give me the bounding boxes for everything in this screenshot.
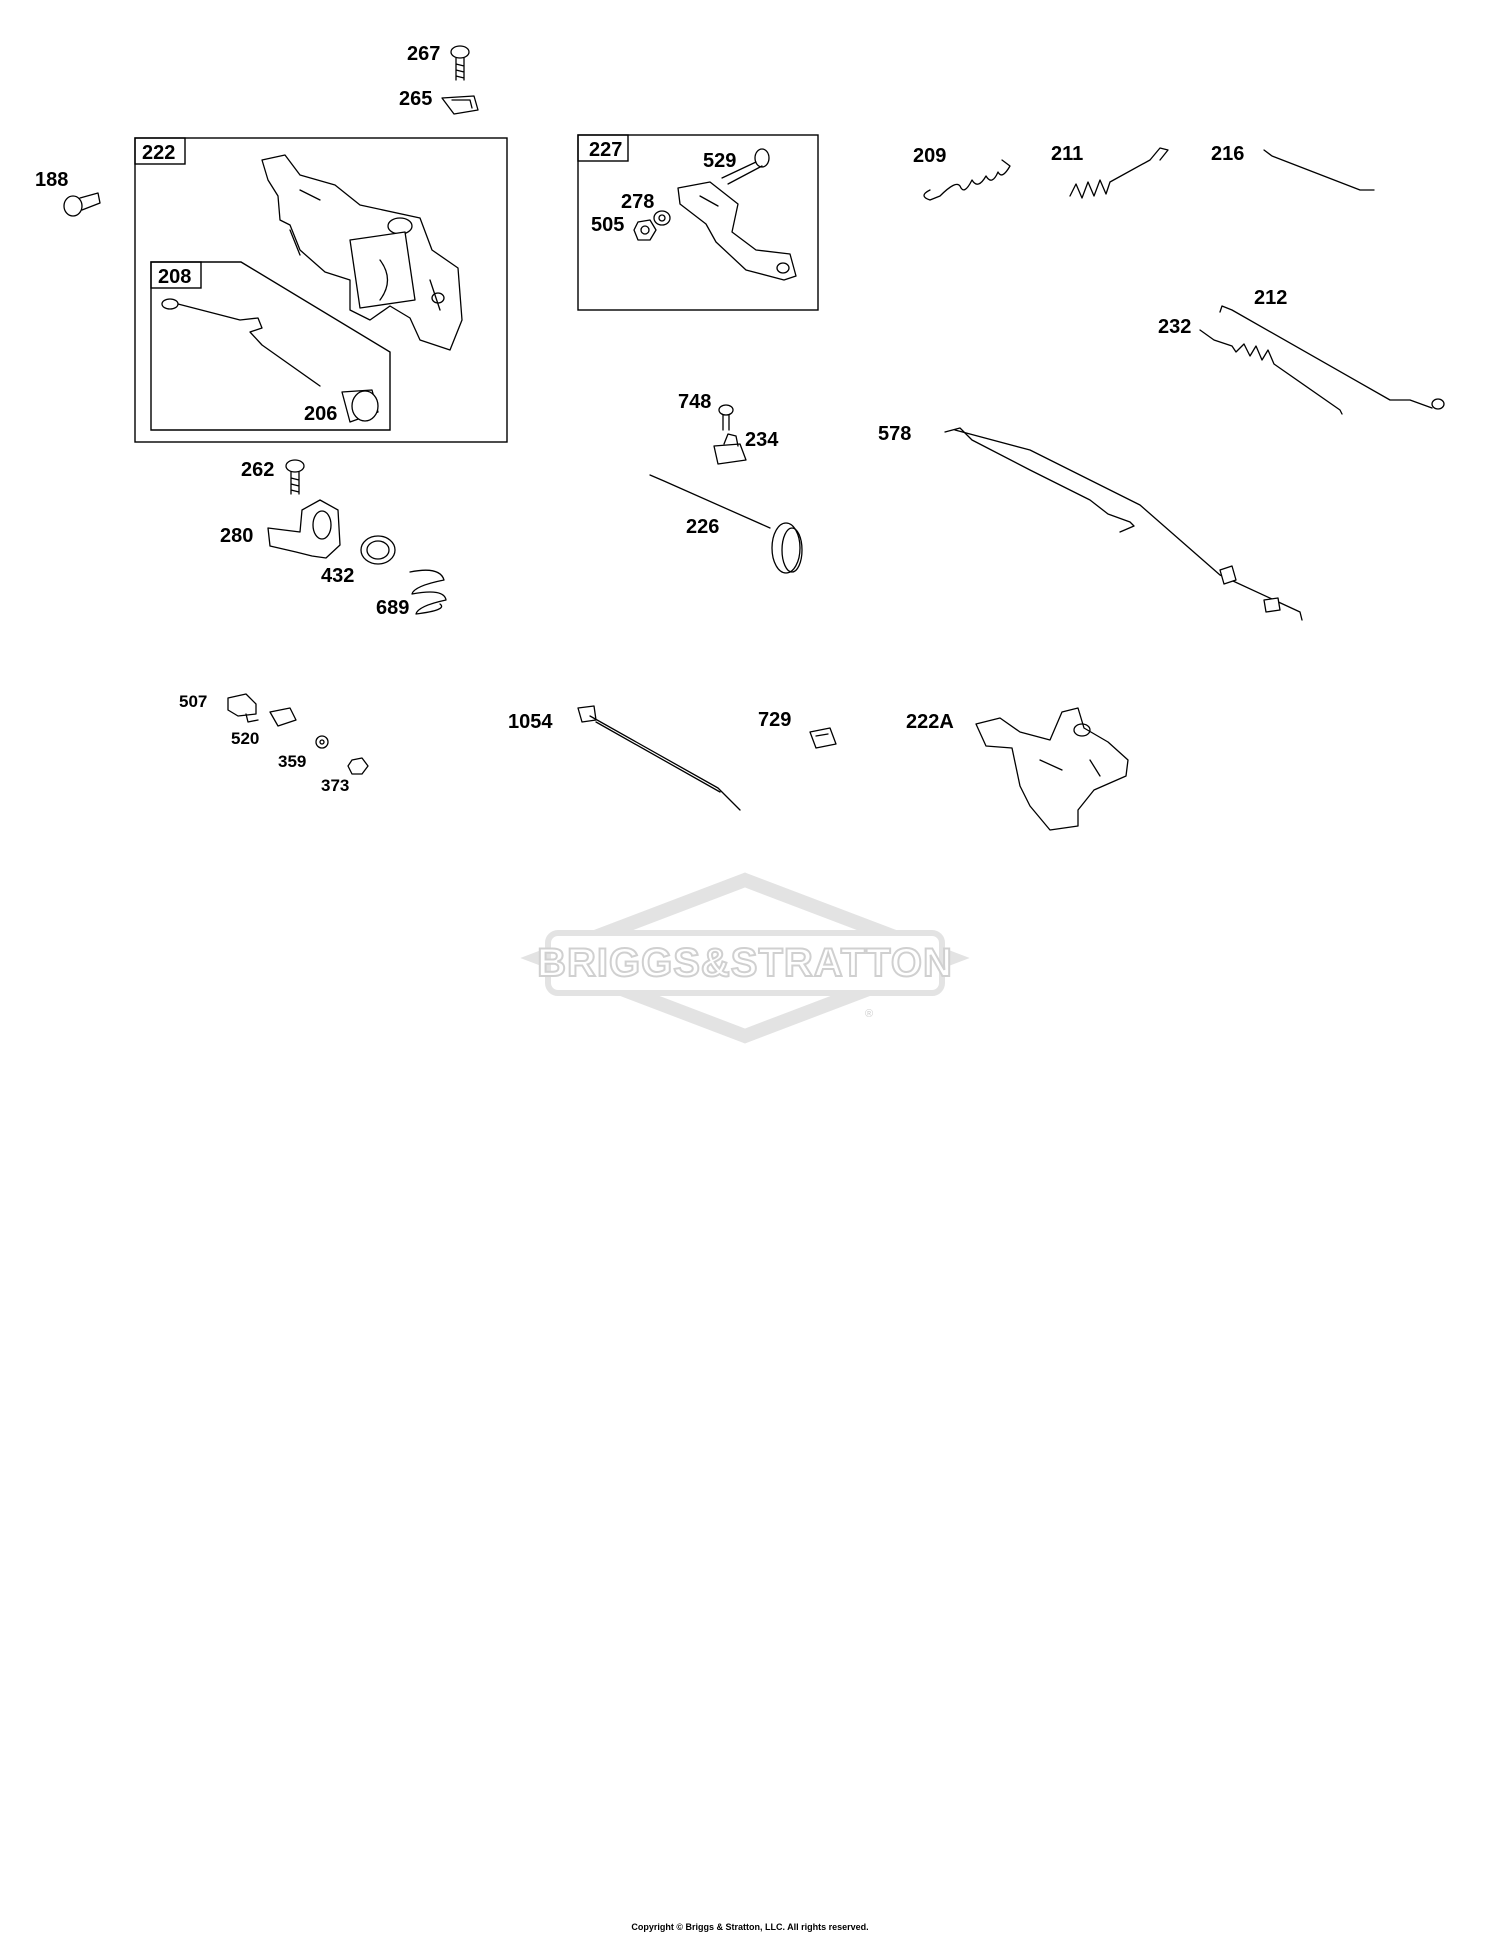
callout-278: 278 [621, 191, 654, 213]
callout-227: 227 [589, 139, 622, 161]
part-280-bracket [267, 499, 341, 559]
label-box-208 [150, 261, 202, 289]
part-689-spring [409, 569, 447, 615]
label-box-227 [577, 134, 629, 162]
callout-432: 432 [321, 565, 354, 587]
callout-208: 208 [158, 266, 191, 288]
callout-234: 234 [745, 429, 779, 451]
part-578-cable [944, 427, 1303, 621]
part-211-spring [1069, 147, 1169, 199]
assembly-box-222 [134, 137, 508, 443]
callout-209: 209 [913, 145, 946, 167]
part-232-spring [1199, 329, 1343, 415]
part-212-rod [1219, 305, 1445, 410]
part-1054-cable-tie [577, 705, 741, 811]
callout-689: 689 [376, 597, 409, 619]
part-227-lever [677, 181, 797, 281]
briggs-stratton-watermark-logo: BRIGGS&STRATTON ® [520, 872, 970, 1044]
part-206-knob [341, 389, 379, 423]
callout-505: 505 [591, 214, 624, 236]
part-507-connector [227, 693, 259, 723]
callout-222A: 222A [906, 711, 954, 733]
registered-mark: ® [865, 1008, 873, 1020]
part-432-ring [360, 535, 396, 565]
assembly-box-227 [577, 134, 819, 311]
label-box-222 [134, 137, 186, 165]
part-267-screw [450, 45, 470, 81]
part-209-spring [923, 159, 1011, 201]
part-359-washer [315, 735, 329, 749]
watermark-logo-text: BRIGGS&STRATTON [537, 941, 953, 985]
callout-216: 216 [1211, 143, 1244, 165]
assembly-box-208 [150, 261, 391, 431]
callout-578: 578 [878, 423, 911, 445]
callout-212: 212 [1254, 287, 1287, 309]
part-222A-bracket [975, 707, 1129, 831]
part-234-clip [713, 433, 747, 465]
part-373-nut [347, 757, 369, 775]
callout-206: 206 [304, 403, 337, 425]
part-520-clip [269, 707, 297, 727]
callout-232: 232 [1158, 316, 1191, 338]
part-216-rod [1263, 149, 1375, 191]
part-262-screw [285, 459, 305, 495]
part-222-governor-bracket [261, 154, 463, 351]
callout-226: 226 [686, 516, 719, 538]
callout-265: 265 [399, 88, 432, 110]
part-505-nut [633, 219, 657, 241]
part-278-washer [653, 210, 671, 226]
callout-373: 373 [321, 776, 349, 795]
part-208-link [161, 298, 321, 387]
part-226-link [649, 474, 803, 574]
callout-748: 748 [678, 391, 711, 413]
part-265-clip [441, 95, 479, 115]
callout-211: 211 [1051, 143, 1083, 165]
callout-529: 529 [703, 150, 736, 172]
callout-729: 729 [758, 709, 791, 731]
part-729-clip [809, 727, 837, 749]
part-188-screw [63, 192, 101, 217]
callout-1054: 1054 [508, 711, 553, 733]
callout-188: 188 [35, 169, 68, 191]
copyright-notice: Copyright © Briggs & Stratton, LLC. All … [631, 1922, 869, 1932]
callout-280: 280 [220, 525, 253, 547]
part-529-pin [721, 148, 770, 185]
callout-520: 520 [231, 729, 259, 748]
callout-507: 507 [179, 692, 207, 711]
callout-222: 222 [142, 142, 175, 164]
callout-267: 267 [407, 43, 440, 65]
callout-359: 359 [278, 752, 306, 771]
callout-262: 262 [241, 459, 274, 481]
part-748-screw [718, 404, 734, 431]
